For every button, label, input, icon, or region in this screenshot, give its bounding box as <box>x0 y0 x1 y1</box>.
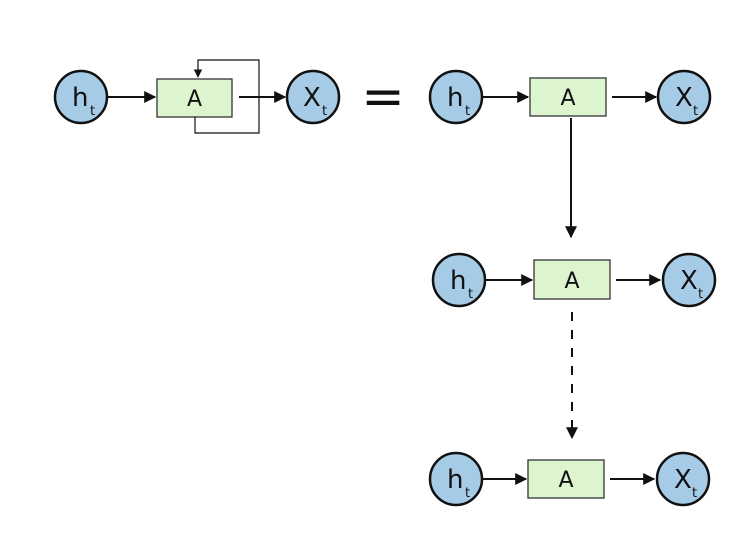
rolled-input-node: h t <box>53 69 109 125</box>
step-cell-label: A <box>564 269 579 294</box>
step-output-node: X t <box>661 252 717 308</box>
step-cell-label: A <box>560 86 575 111</box>
rolled-rnn: h t A X t <box>53 59 341 134</box>
rolled-cell: A <box>156 78 233 118</box>
step-input-node: h t <box>431 252 487 308</box>
step-input-node: h t <box>428 69 484 125</box>
rolled-output-node: X t <box>285 69 341 125</box>
rolled-output-letter: X <box>303 83 321 113</box>
step-output-node: X t <box>655 451 711 507</box>
step-input-letter: h <box>450 266 466 296</box>
step-input-subscript: t <box>465 486 470 501</box>
step-input-node: h t <box>428 451 484 507</box>
unrolled-rnn: h t A X t h t <box>428 69 717 507</box>
step-input-subscript: t <box>465 104 470 119</box>
rolled-input-subscript: t <box>90 104 95 119</box>
step-output-letter: X <box>680 266 698 296</box>
step-cell: A <box>529 77 607 117</box>
step-input-subscript: t <box>468 287 473 302</box>
equals-sign: = <box>361 67 405 127</box>
step-input-letter: h <box>447 83 463 113</box>
step-cell: A <box>533 259 611 300</box>
rolled-input-letter: h <box>72 83 88 113</box>
rolled-cell-label: A <box>187 87 202 112</box>
step-output-subscript: t <box>692 486 697 501</box>
step-cell-label: A <box>558 468 573 493</box>
step-output-letter: X <box>674 465 692 495</box>
rolled-output-subscript: t <box>322 104 327 119</box>
unrolled-step: h t A X t <box>428 451 711 507</box>
step-output-subscript: t <box>693 104 698 119</box>
step-output-node: X t <box>656 69 712 125</box>
step-input-letter: h <box>447 465 463 495</box>
step-cell: A <box>527 459 605 499</box>
step-output-subscript: t <box>698 287 703 302</box>
unrolled-step: h t A X t <box>431 252 717 308</box>
unrolled-step: h t A X t <box>428 69 712 125</box>
step-output-letter: X <box>675 83 693 113</box>
